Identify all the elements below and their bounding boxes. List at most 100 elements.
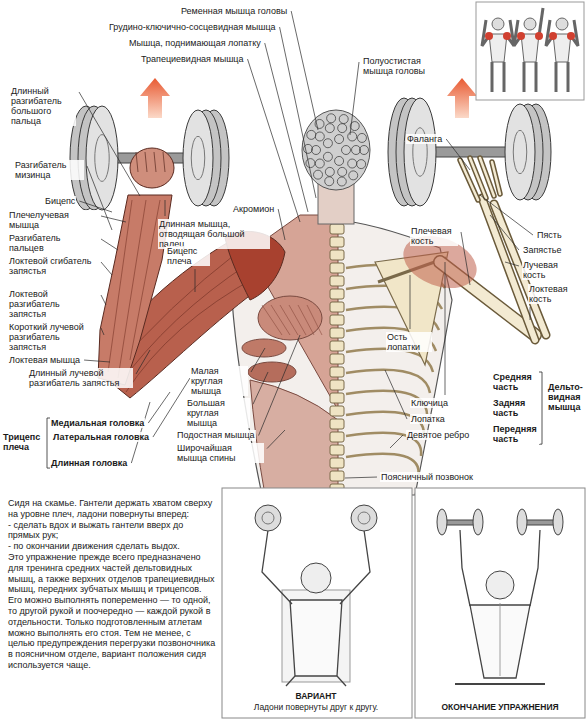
hair-curl <box>315 132 324 141</box>
muscle-fibre <box>130 200 160 360</box>
figure-leg <box>503 62 506 92</box>
part-label: Лопатка <box>410 414 446 424</box>
hair-curl <box>342 146 351 155</box>
figure-leg <box>491 62 494 92</box>
leader-line <box>445 262 446 395</box>
leader-line <box>480 195 533 235</box>
deltoid-muscle <box>396 226 484 297</box>
muscle-fibre <box>271 305 290 335</box>
rib <box>346 370 430 393</box>
figure-arm <box>539 8 543 36</box>
hair-curl <box>323 139 332 148</box>
vertebra <box>330 276 344 286</box>
part-label: Трапециевидная мышца <box>140 54 245 64</box>
hair-curl <box>323 152 332 161</box>
part-label: Пясть <box>536 230 563 240</box>
leader-line <box>195 269 196 292</box>
sketch-arm <box>262 530 292 604</box>
plate-ring <box>513 130 527 173</box>
hair-curl <box>325 124 334 133</box>
sketch-head <box>486 571 514 599</box>
hair-curl <box>315 159 324 168</box>
leader-line <box>461 232 470 285</box>
hair-curl <box>335 135 344 144</box>
hair-curl <box>325 167 334 176</box>
part-name: Задняя часть <box>492 398 538 418</box>
part-label: Длинный разгибатель большого пальца <box>10 86 76 126</box>
infraspinatus-muscle <box>258 296 322 340</box>
bone <box>492 162 500 194</box>
latissimus-muscle <box>250 380 338 495</box>
part-label: Фаланга <box>406 134 443 144</box>
hair-curl <box>314 170 323 179</box>
part-label: Большая круглая мышца <box>186 398 250 428</box>
deltoid-mark <box>549 32 557 40</box>
leader-line <box>153 378 190 437</box>
sketch-dumbbell <box>473 509 483 535</box>
leader-line <box>165 200 166 216</box>
thumbnail-figure <box>482 18 514 92</box>
vertebra <box>330 263 344 273</box>
sketch-dumbbell <box>351 505 377 531</box>
plate-ring <box>191 136 205 179</box>
sketch-dumbbell <box>358 512 370 524</box>
leader-line <box>278 209 285 240</box>
description-text: Сидя на скамье. Гантели держать хватом с… <box>8 498 216 671</box>
leader-line <box>390 435 403 448</box>
description-paragraph: - по окончании движения сделать выдох. <box>8 541 216 552</box>
part-label: Бицепс плеча <box>166 246 210 266</box>
part-label: Широчайшая мышца спины <box>176 443 264 463</box>
leader-line <box>410 275 411 329</box>
vertebra <box>330 289 344 299</box>
part-label: Акромион <box>232 204 275 214</box>
hand <box>130 148 174 188</box>
vertebra <box>330 315 344 325</box>
head-label: Латеральная головка <box>52 432 150 442</box>
sketch-arm <box>340 530 370 604</box>
panel-title: ОКОНЧАНИЕ УПРАЖНЕНИЯ <box>440 703 559 713</box>
leader-line <box>101 295 106 305</box>
hair-curl <box>335 156 344 165</box>
up-arrow <box>140 78 170 118</box>
muscle-fibre <box>108 200 132 372</box>
plate-ring <box>95 135 109 182</box>
panel-title: ВАРИАНТ <box>294 692 337 702</box>
vertebra <box>330 341 344 351</box>
part-label: Полуостистая мышца головы <box>362 56 454 76</box>
vertebra <box>330 367 344 377</box>
muscle-fibre <box>118 200 146 378</box>
sketch-head <box>301 563 331 593</box>
up-arrow <box>447 78 477 118</box>
figure-leg <box>567 62 570 92</box>
deltoid-mark <box>567 32 575 40</box>
vertebra <box>330 224 344 234</box>
dumbbell-plate <box>183 110 213 206</box>
leader-line <box>251 348 265 372</box>
group-label: Дельто- видная мышца <box>547 382 585 412</box>
part-label: Разгибатель мизинца <box>14 160 84 180</box>
part-label: Разгибатель пальцев <box>8 233 98 253</box>
part-label: Плечелучевая мышца <box>8 210 98 230</box>
vertebra <box>330 393 344 403</box>
figure-leg <box>555 62 558 92</box>
leader-line <box>248 59 300 222</box>
part-label: Ключица <box>410 398 449 408</box>
deltoid-mark <box>503 32 511 40</box>
hair-curl <box>307 130 316 139</box>
hair-curl <box>348 132 357 141</box>
deltoid-mark <box>517 32 525 40</box>
part-label: Локтевая кость <box>528 284 584 304</box>
deltoid-mark <box>535 32 543 40</box>
part-label: Ость лопатки <box>386 332 432 352</box>
hair-curl <box>312 146 321 155</box>
hair-curl <box>348 159 357 168</box>
part-label: Локтевой разгибатель запястья <box>8 289 98 319</box>
vertebra <box>330 328 344 338</box>
sketch-arm <box>460 530 470 606</box>
hair-curl <box>327 114 336 123</box>
part-name: Средняя часть <box>492 372 538 392</box>
part-label: Поясничный позвонок <box>380 472 474 482</box>
hair-curl <box>337 177 346 186</box>
leader-line <box>265 43 308 212</box>
sketch-dumbbell <box>517 509 527 535</box>
